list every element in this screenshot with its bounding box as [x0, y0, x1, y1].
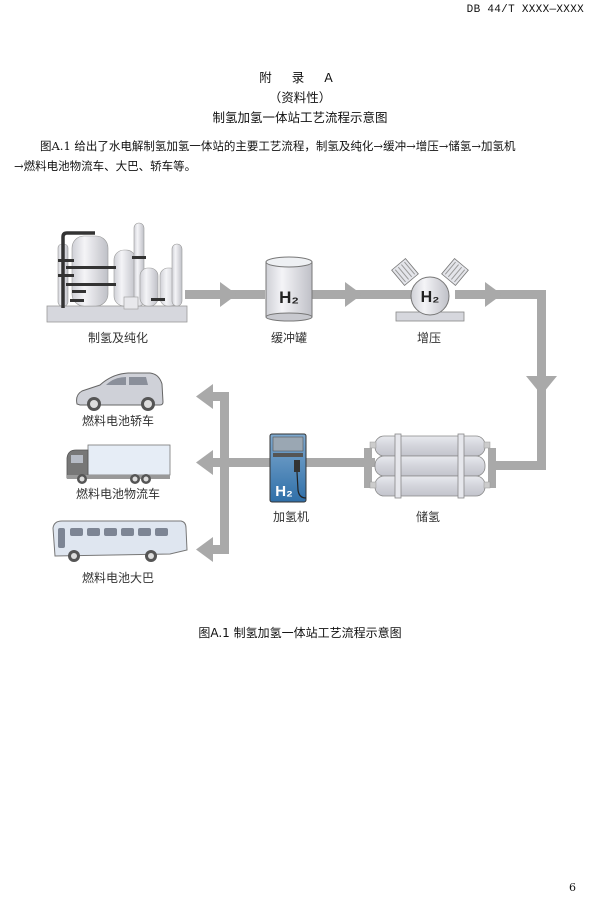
bus-icon	[52, 520, 188, 562]
label-dispenser: 加氢机	[273, 509, 309, 524]
standard-code: DB 44/T XXXX—XXXX	[466, 4, 584, 16]
paragraph-line-2: →燃料电池物流车、大巴、轿车等。	[14, 159, 197, 173]
flow-arrow	[196, 450, 213, 475]
storage-cylinders-icon	[364, 433, 496, 499]
label-production: 制氢及纯化	[88, 330, 148, 345]
annex-nature: （资料性）	[268, 90, 332, 105]
annex-title: 制氢加氢一体站工艺流程示意图	[212, 110, 388, 125]
flow-line-vertical-left	[220, 392, 229, 554]
car-icon	[76, 372, 164, 411]
buffer-h2-symbol: H₂	[279, 288, 299, 307]
truck-icon	[66, 444, 171, 484]
label-compressor: 增压	[417, 331, 441, 345]
flow-line-to-storage	[495, 461, 546, 470]
compressor-icon: H₂	[391, 257, 469, 322]
label-car: 燃料电池轿车	[82, 413, 154, 428]
flow-line-dispenser-left	[205, 458, 275, 467]
dispenser-icon: H₂	[269, 433, 307, 503]
hydrogen-plant-icon	[46, 222, 188, 323]
compressor-h2-symbol: H₂	[421, 289, 440, 306]
flow-lines	[185, 282, 557, 562]
figure-caption: 图A.1 制氢加氢一体站工艺流程示意图	[198, 626, 402, 640]
flow-arrow	[220, 282, 237, 307]
flow-arrow	[485, 282, 502, 307]
flow-line-to-bus	[205, 545, 229, 554]
paragraph-line-1: 图A.1 给出了水电解制氢加氢一体站的主要工艺流程，制氢及纯化→缓冲→增压→储氢…	[40, 139, 516, 153]
buffer-tank-icon: H₂	[265, 256, 313, 322]
label-storage: 储氢	[416, 509, 440, 524]
page-number: 6	[569, 881, 576, 894]
flow-line-to-car	[205, 392, 229, 401]
annex-label: 附 录 A	[259, 70, 341, 85]
label-bus: 燃料电池大巴	[82, 570, 154, 585]
flow-arrow	[196, 537, 213, 562]
flow-line-storage-dispenser	[305, 458, 375, 467]
flow-arrow	[526, 376, 557, 395]
intro-paragraph: 图A.1 给出了水电解制氢加氢一体站的主要工艺流程，制氢及纯化→缓冲→增压→储氢…	[14, 136, 594, 176]
dispenser-h2-symbol: H₂	[275, 483, 293, 500]
flow-arrow	[345, 282, 362, 307]
flow-arrow	[196, 384, 213, 409]
label-buffer: 缓冲罐	[271, 330, 307, 345]
label-truck: 燃料电池物流车	[76, 486, 160, 501]
